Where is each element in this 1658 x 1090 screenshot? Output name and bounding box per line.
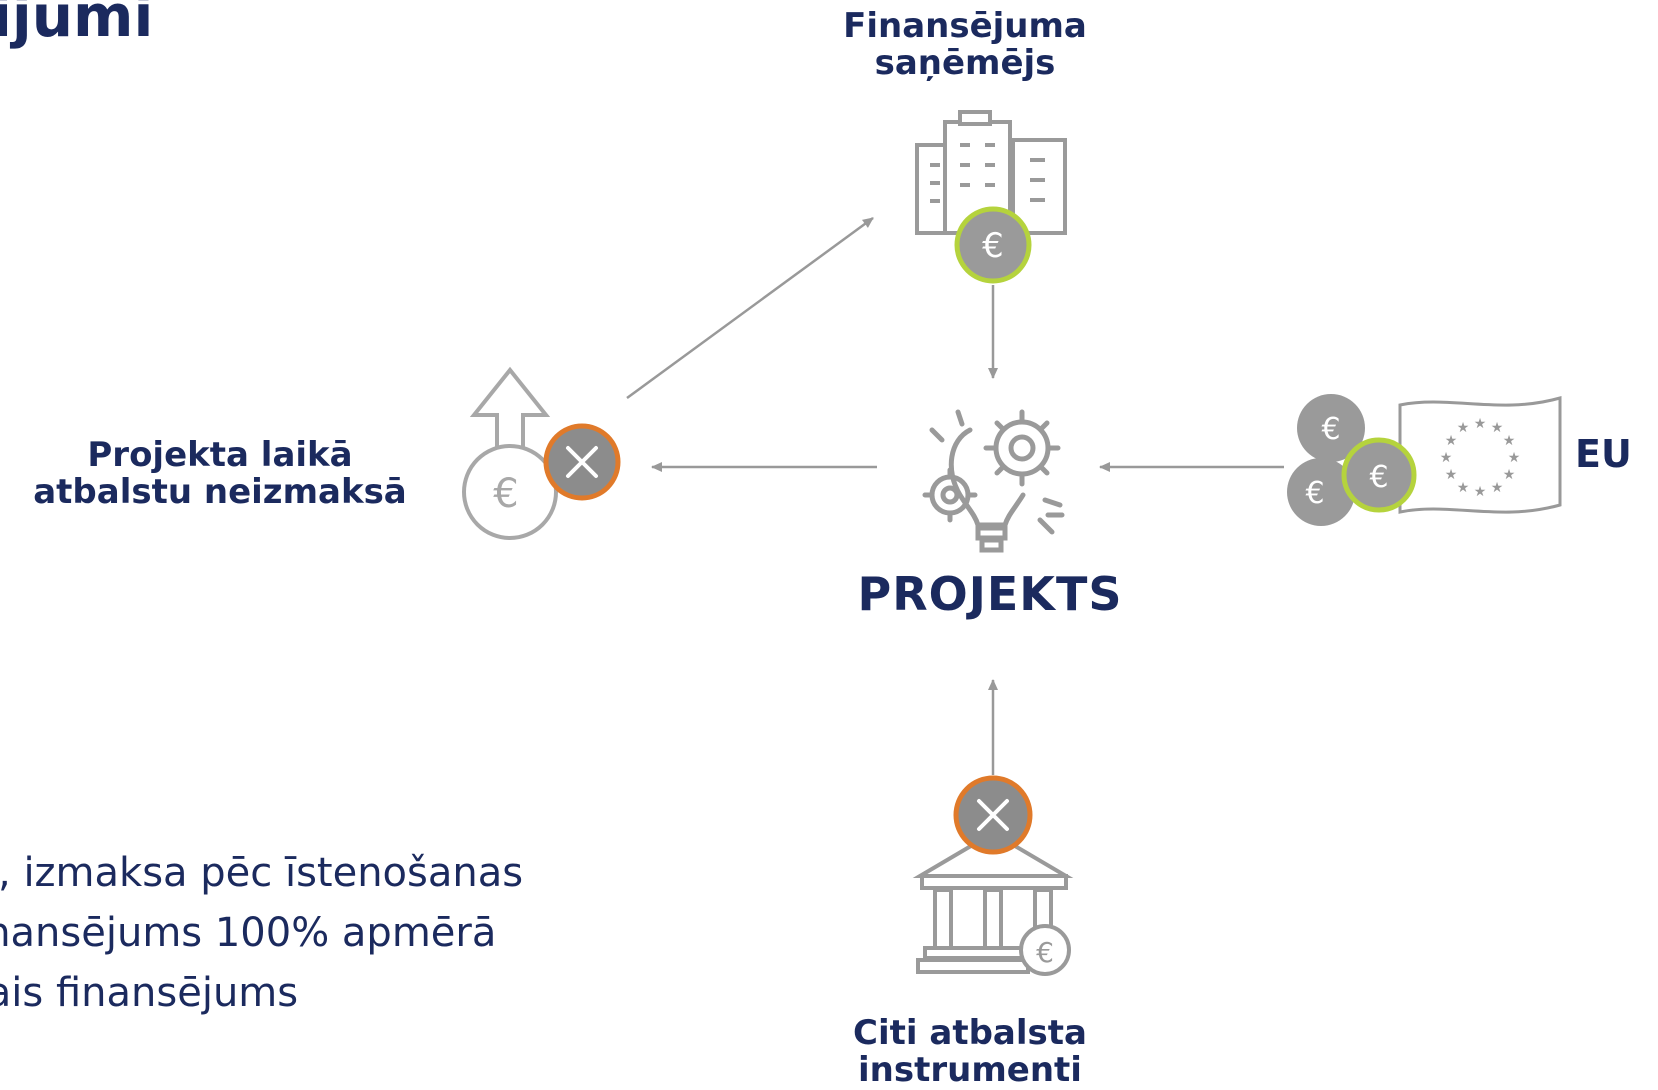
payout-euro-arrow-icon: €	[462, 366, 558, 540]
bullet-item: %, izmaksa pēc īstenošanas	[0, 850, 524, 896]
bullet-list: %, izmaksa pēc īstenošanas finansējums 1…	[0, 843, 523, 1023]
project-label: PROJEKTS	[857, 567, 1123, 621]
svg-text:★: ★	[1474, 484, 1487, 500]
recipient-label-line-1: Finansējuma	[843, 6, 1087, 46]
svg-text:★: ★	[1474, 416, 1487, 432]
eu-label: EU	[1575, 432, 1632, 476]
no-payout-label-line-1: Projekta laikā	[87, 435, 353, 475]
arrow-payout-to-recipient	[626, 216, 874, 400]
eu-euro-coins-icon: € € €	[1287, 394, 1417, 526]
recipient-label-line-2: saņēmējs	[874, 42, 1056, 83]
coin-euro-symbol: €	[1321, 412, 1340, 447]
recipient-euro-symbol: €	[982, 226, 1004, 266]
svg-text:★: ★	[1491, 480, 1504, 496]
no-payout-label: Projekta laikā atbalstu neizmaksā	[0, 437, 440, 510]
svg-text:★: ★	[1503, 467, 1516, 483]
svg-text:★: ★	[1503, 433, 1516, 449]
project-gears-bulb-icon	[922, 409, 1065, 553]
no-payout-label-line-2: atbalstu neizmaksā	[33, 471, 407, 512]
other-instruments-label-line-1: Citi atbalsta	[853, 1013, 1087, 1053]
svg-text:★: ★	[1508, 450, 1521, 466]
recipient-euro-coin-icon: €	[954, 206, 1032, 284]
payout-cross-badge-icon	[543, 423, 621, 501]
recipient-label: Finansējuma saņēmējs	[820, 8, 1110, 81]
payout-euro-symbol: €	[493, 471, 518, 517]
bullet-item: ltais finansējums	[0, 970, 299, 1016]
svg-text:★: ★	[1445, 433, 1458, 449]
svg-text:★: ★	[1440, 450, 1453, 466]
bank-euro-symbol: €	[1036, 936, 1054, 969]
bullet-item: finansējums 100% apmērā	[0, 910, 497, 956]
svg-text:★: ★	[1457, 420, 1470, 436]
slide-title: ijumi	[0, 0, 154, 50]
svg-text:★: ★	[1445, 467, 1458, 483]
svg-text:★: ★	[1491, 420, 1504, 436]
instruments-cross-badge-icon	[953, 775, 1033, 855]
bank-icon: €	[912, 830, 1074, 976]
svg-text:★: ★	[1457, 480, 1470, 496]
building-icon	[915, 110, 1067, 235]
eu-flag-icon: ★★★ ★★★ ★★★ ★★★	[1398, 396, 1562, 514]
coin-euro-symbol: €	[1305, 476, 1324, 511]
coin-euro-symbol: €	[1369, 460, 1388, 495]
